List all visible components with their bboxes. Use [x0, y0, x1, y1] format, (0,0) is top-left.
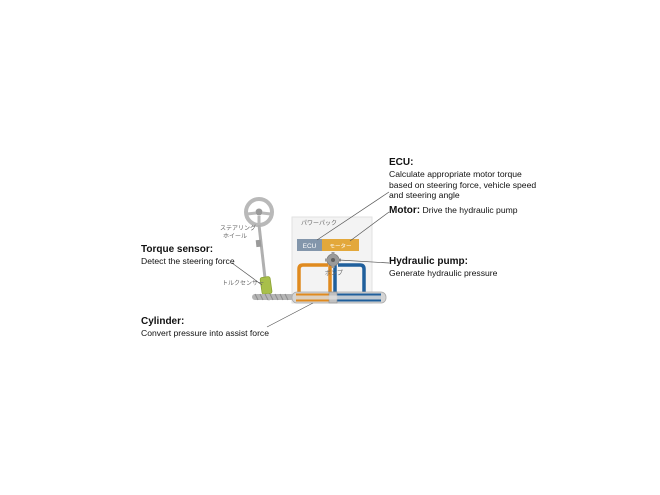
leader-motor: [349, 211, 390, 242]
column-joint: [255, 239, 262, 248]
cylinder-icon: [291, 291, 387, 304]
ecu-title: ECU:: [389, 157, 414, 168]
motor-box: [322, 239, 359, 251]
motor-annotation: Motor: Drive the hydraulic pump: [389, 205, 518, 217]
ecu-desc-line2: based on steering force, vehicle speed: [389, 179, 537, 190]
hydraulic-line-orange: [297, 263, 328, 293]
motor-title: Motor:: [389, 205, 421, 216]
hydraulic-line-blue: [338, 263, 366, 293]
ecu-annotation: ECU: Calculate appropriate motor torque …: [389, 157, 536, 201]
leader-cylinder: [266, 302, 314, 328]
rack-gear: [252, 293, 294, 301]
motor-box-label: モーター: [329, 242, 351, 250]
cylinder-desc: Convert pressure into assist force: [141, 328, 270, 338]
ecu-box-label: ECU: [303, 243, 317, 250]
pump-jp-label: ポンプ: [325, 271, 343, 277]
cylinder-title: Cylinder:: [141, 316, 185, 327]
steering-wheel-jp-line1: ステアリング: [220, 226, 257, 232]
leader-torque: [231, 262, 263, 286]
leader-ecu: [316, 191, 390, 241]
cylinder-annotation: Cylinder: Convert pressure into assist f…: [141, 316, 269, 339]
pump-annotation: Hydraulic pump: Generate hydraulic press…: [389, 256, 497, 279]
steering-column: [257, 224, 267, 279]
torque-annotation: Torque sensor: Detect the steering force: [141, 244, 235, 267]
steering-wheel-jp-line2: ホイール: [223, 233, 248, 240]
ecu-box: [297, 239, 322, 251]
ecu-desc-line3: and steering angle: [389, 190, 460, 200]
leader-pump: [338, 259, 390, 264]
motor-desc: Drive the hydraulic pump: [422, 205, 518, 215]
steering-wheel-jp-label: ステアリング ホイール: [220, 226, 256, 241]
torque-sensor-jp-label: トルクセンサー: [222, 281, 265, 287]
torque-desc: Detect the steering force: [141, 256, 235, 266]
torque-title: Torque sensor:: [141, 244, 214, 255]
power-pack-jp-label: パワーパック: [301, 221, 337, 227]
ecu-desc-line1: Calculate appropriate motor torque: [389, 169, 522, 179]
pump-desc: Generate hydraulic pressure: [389, 268, 498, 278]
pump-title: Hydraulic pump:: [389, 256, 468, 267]
steering-wheel-icon: [244, 197, 274, 227]
